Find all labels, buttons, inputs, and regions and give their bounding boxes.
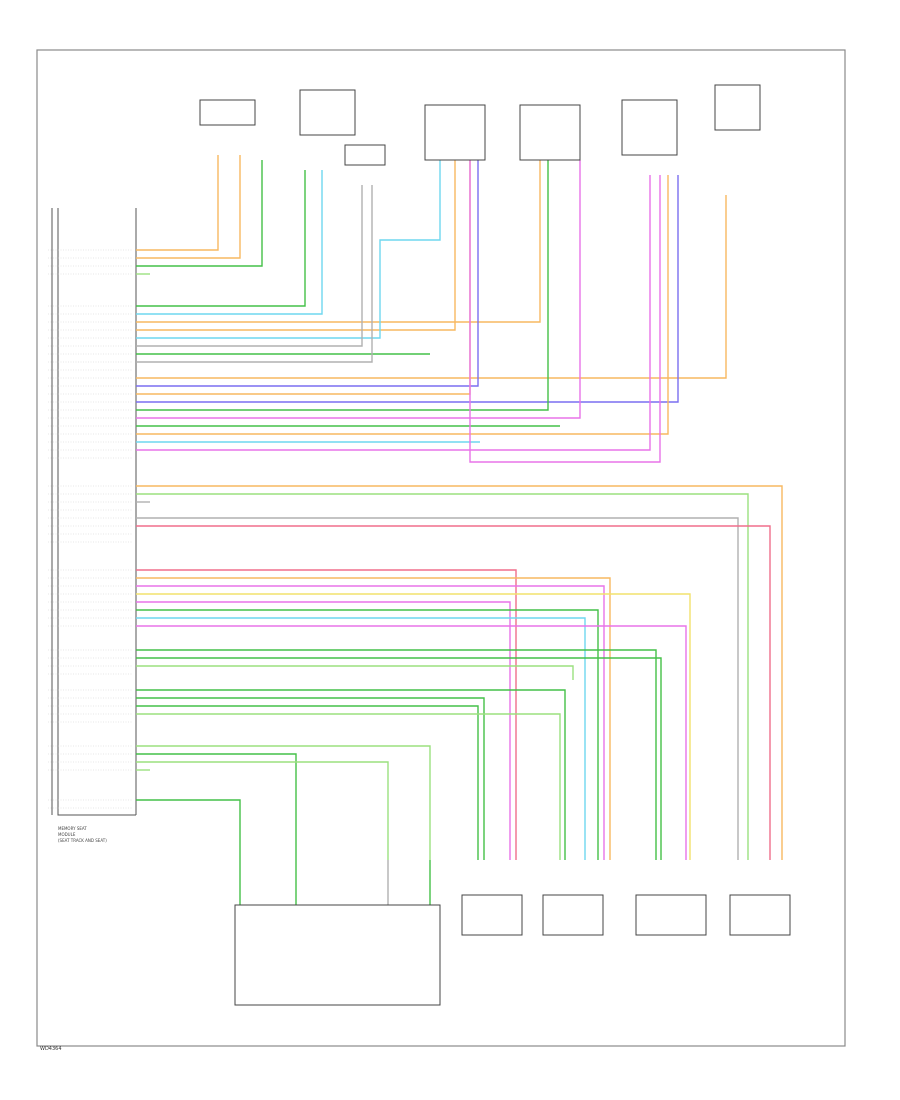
bottom-motor-3 (635, 894, 707, 936)
bottom-switch-assy (234, 904, 441, 1006)
w-u1 (136, 155, 219, 251)
w-d1 (136, 689, 566, 860)
w-m4 (136, 517, 739, 860)
w-b1 (136, 569, 517, 860)
w-a16 (136, 175, 669, 435)
top-connector-3 (344, 144, 386, 166)
top-switch-4 (424, 104, 486, 161)
w-d4 (136, 713, 561, 860)
w-c1 (136, 649, 657, 860)
top-module-7 (714, 84, 761, 131)
bottom-motor-2 (542, 894, 604, 936)
top-switch-2 (299, 89, 356, 136)
w-b7 (136, 617, 586, 860)
top-switch-1 (199, 99, 256, 126)
w-a14 (136, 160, 581, 419)
w-a3 (136, 160, 541, 323)
wire-group (136, 155, 783, 905)
top-switch-6 (621, 99, 678, 156)
w-a12 (136, 175, 679, 403)
w-e1 (136, 745, 431, 860)
figure-id: WD4364 (40, 1046, 62, 1052)
w-c3 (136, 665, 574, 680)
w-e2 (136, 753, 297, 860)
w-d3 (136, 705, 479, 860)
w-m5 (136, 525, 771, 860)
w-b5 (136, 601, 511, 860)
module-label-line-3: (SEAT TRACK AND SEAT) (58, 838, 107, 843)
w-f1 (136, 799, 241, 860)
pin-label-group (48, 249, 132, 809)
w-a5 (136, 160, 441, 339)
module-label-line-2: MODULE (58, 832, 76, 837)
w-m1 (136, 485, 783, 860)
w-a2 (136, 170, 323, 315)
w-a8 (136, 185, 373, 363)
w-b3 (136, 585, 605, 860)
w-u3 (136, 160, 263, 267)
w-d2 (136, 697, 485, 860)
w-b2 (136, 577, 611, 860)
w-m2 (136, 493, 749, 860)
w-a19 (469, 160, 661, 463)
bottom-motor-4 (729, 894, 791, 936)
bottom-motor-1 (461, 894, 523, 936)
w-c2 (136, 657, 662, 860)
component-group (199, 84, 791, 1006)
w-e3 (136, 761, 389, 860)
w-a10 (136, 160, 479, 387)
w-a1 (136, 170, 306, 307)
w-b8 (136, 625, 687, 860)
w-a9 (136, 195, 727, 379)
w-a6 (136, 185, 363, 347)
w-a18 (136, 175, 651, 451)
diagram-frame (36, 49, 846, 1047)
top-switch-5 (519, 104, 581, 161)
w-a13 (136, 160, 549, 411)
w-b6 (136, 609, 599, 860)
w-u2 (136, 155, 241, 259)
w-a11 (136, 160, 471, 395)
memory-seat-module-outline (57, 208, 137, 816)
w-b4 (136, 593, 691, 860)
module-label: MEMORY SEAT MODULE (SEAT TRACK AND SEAT) (58, 826, 107, 843)
w-a4 (136, 160, 456, 331)
module-label-line-1: MEMORY SEAT (58, 826, 87, 831)
